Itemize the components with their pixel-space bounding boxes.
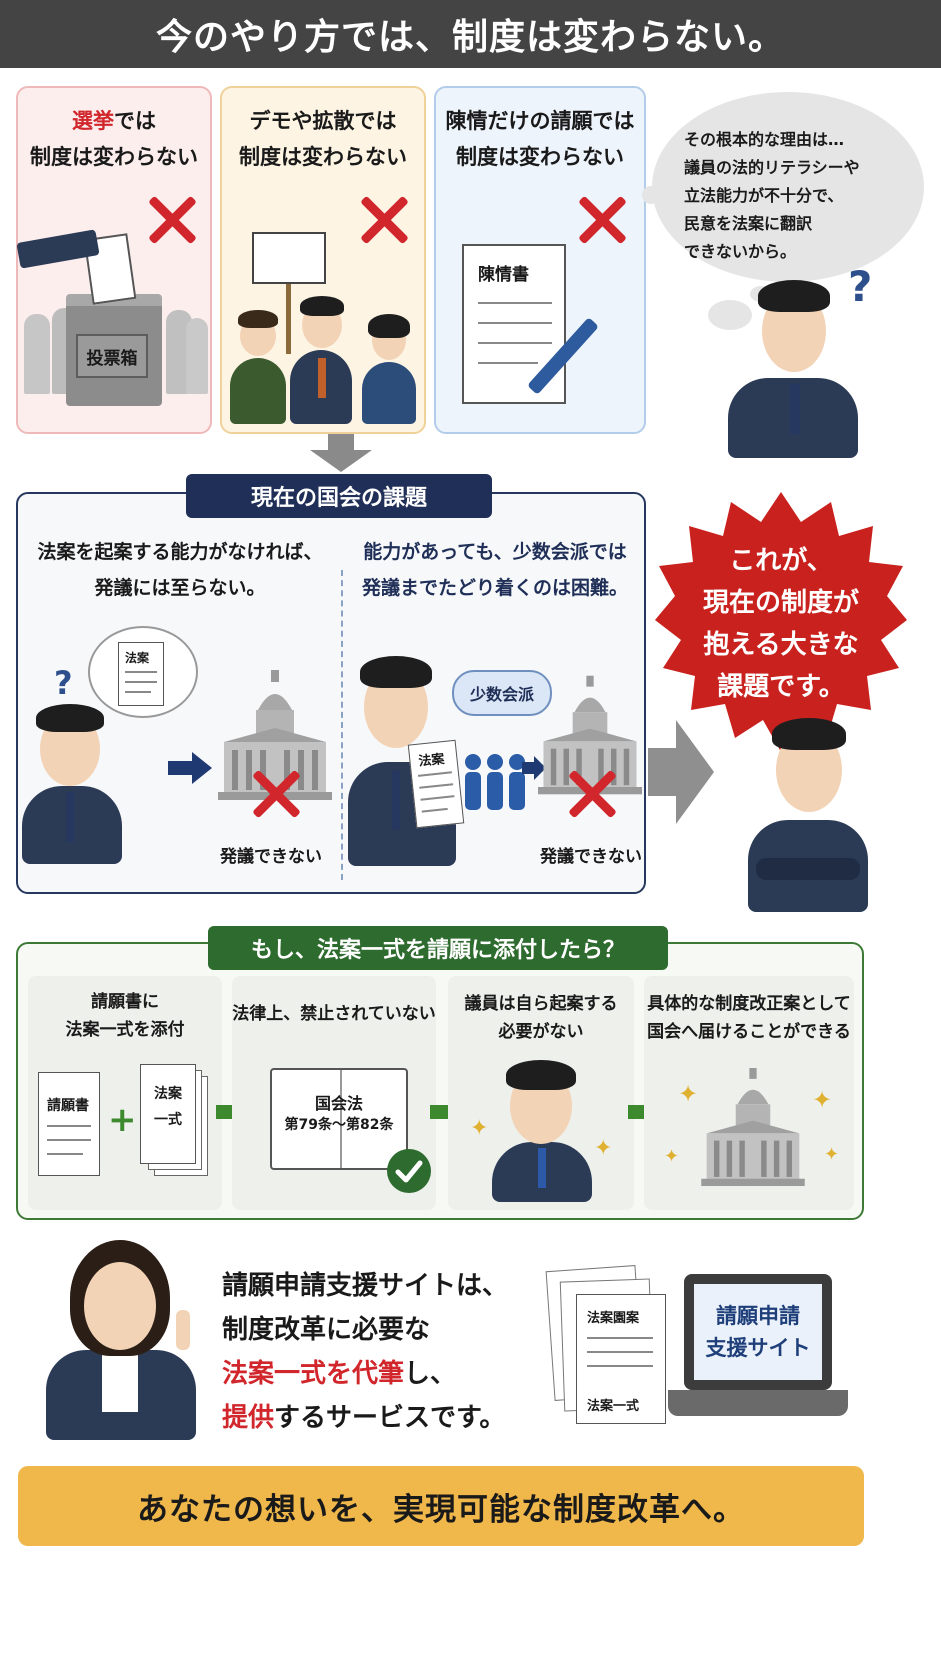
diet-law-book: 国会法 第79条〜第82条 xyxy=(270,1068,408,1170)
x-mark-icon xyxy=(566,768,618,820)
callout-line: 抱える大きな xyxy=(703,630,859,660)
issue-right-line2: 発議までたどり着くのは困難。 xyxy=(361,577,628,599)
step-text: 必要がない xyxy=(498,1022,584,1042)
right-arrow-icon xyxy=(522,756,546,780)
big-right-arrow-icon xyxy=(648,720,714,824)
callout-line: 課題です。 xyxy=(717,672,845,702)
step-text: 具体的な制度改正案として xyxy=(647,994,851,1014)
right-arrow-icon xyxy=(168,752,212,784)
callout-line: これが、 xyxy=(729,546,833,576)
placard xyxy=(252,232,326,284)
book-title: 国会法 xyxy=(314,1094,363,1113)
check-icon xyxy=(387,1149,431,1193)
parliament-building-icon xyxy=(701,1068,805,1186)
issue-right-text: 能力があっても、少数会派では 発議までたどり着くのは困難。 xyxy=(350,534,640,606)
x-mark-icon xyxy=(358,194,410,246)
demo-card-title-line1: デモや拡散では xyxy=(249,109,397,133)
issue-callout-starburst xyxy=(655,492,907,752)
bottom-banner: あなたの想いを、実現可能な制度改革へ。 xyxy=(18,1466,864,1546)
petition-card: 陳情だけの請願では 制度は変わらない 陳情書 xyxy=(434,86,646,434)
bill-document: 法案 xyxy=(407,739,465,829)
stack-top-label: 法案園案 xyxy=(587,1311,640,1326)
stack-bottom-label: 法案一式 xyxy=(587,1399,640,1414)
callout-line: 現在の制度が xyxy=(702,588,859,618)
demo-card: デモや拡散では 制度は変わらない xyxy=(220,86,426,434)
petition-card-title-line1: 陳情だけの請願では xyxy=(445,109,635,133)
petition-card-title-line2: 制度は変わらない xyxy=(456,145,624,169)
x-mark-icon xyxy=(576,194,628,246)
thought-line: 民意を法案に翻訳 xyxy=(684,214,813,233)
laptop-screen-text: 請願申請 xyxy=(716,1304,800,1328)
thought-text: その根本的な理由は… 議員の法的リテラシーや 立法能力が不十分で、 民意を法案に… xyxy=(684,126,904,266)
step-text: 国会へ届けることができる xyxy=(647,1022,851,1042)
sparkle-icon: ✦ xyxy=(664,1146,680,1167)
election-card: 選挙では 制度は変わらない 投票箱 xyxy=(16,86,212,434)
service-description-line: 提供するサービスです。 xyxy=(222,1403,506,1433)
ballot-box: 投票箱 xyxy=(66,294,162,406)
bill-set-label: 一式 xyxy=(154,1112,182,1128)
current-issues-label: 現在の国会の課題 xyxy=(186,474,492,518)
service-description-line: 法案一式を代筆し、 xyxy=(222,1359,457,1389)
issue-left-text: 法案を起案する能力がなければ、 発議には至らない。 xyxy=(28,534,332,606)
petition-document: 請願書 xyxy=(38,1072,100,1176)
service-description-line: 請願申請支援サイトは、 xyxy=(222,1271,509,1301)
issue-right-line1: 能力があっても、少数会派では xyxy=(363,541,627,563)
issue-left-line1: 法案を起案する能力がなければ、 xyxy=(37,541,323,563)
people-group-icon xyxy=(465,754,525,810)
sparkle-icon: ✦ xyxy=(678,1080,699,1108)
petition-document-label: 陳情書 xyxy=(478,265,529,285)
issue-left-line2: 発議には至らない。 xyxy=(94,577,266,599)
petition-doc-label: 請願書 xyxy=(47,1098,89,1114)
cannot-propose-label: 発議できない xyxy=(220,847,322,867)
sparkle-icon: ✦ xyxy=(812,1086,833,1114)
demo-card-title-line2: 制度は変わらない xyxy=(239,145,407,169)
service-description-line: 制度改革に必要な xyxy=(222,1315,431,1345)
step-text: 法案一式を添付 xyxy=(65,1020,185,1040)
bill-set-label: 法案 xyxy=(154,1086,182,1102)
step-no-drafting-needed: 議員は自ら起案する 必要がない ✦ ✦ xyxy=(448,976,634,1210)
x-mark-icon xyxy=(146,194,198,246)
question-mark-icon: ? xyxy=(848,262,873,311)
step-text: 法律上、禁止されていない xyxy=(232,1004,436,1024)
step-text: 請願書に xyxy=(91,992,159,1012)
thought-line: できないから。 xyxy=(684,242,797,261)
divider xyxy=(341,570,343,880)
book-articles: 第79条〜第82条 xyxy=(284,1117,394,1133)
bill-label: 法案 xyxy=(417,752,446,770)
thought-line: 立法能力が不十分で、 xyxy=(684,186,844,205)
laptop-screen-text: 支援サイト xyxy=(705,1336,811,1360)
minority-faction-bubble: 少数会派 xyxy=(452,670,552,716)
sparkle-icon: ✦ xyxy=(824,1144,840,1165)
step-text: 議員は自ら起案する xyxy=(464,994,618,1014)
issue-callout-text: これが、 現在の制度が 抱える大きな 課題です。 xyxy=(655,540,907,708)
x-mark-icon xyxy=(250,768,302,820)
page-title: 今のやり方では、制度は変わらない。 xyxy=(0,0,941,68)
proposal-label: もし、法案一式を請願に添付したら？ xyxy=(208,926,668,970)
minority-faction-label: 少数会派 xyxy=(469,685,534,704)
bill-label: 法案 xyxy=(125,651,150,665)
step-attach-bill: 請願書に 法案一式を添付 請願書 + 法案 一式 xyxy=(28,976,222,1210)
ballot-box-label: 投票箱 xyxy=(76,334,148,378)
sparkle-icon: ✦ xyxy=(470,1116,489,1141)
step-deliver-to-diet: 具体的な制度改正案として 国会へ届けることができる ✦ ✦ ✦ ✦ xyxy=(644,976,854,1210)
thought-line: 議員の法的リテラシーや xyxy=(684,158,860,177)
election-card-title-line1: 選挙では xyxy=(72,109,156,133)
question-mark-icon: ? xyxy=(54,664,73,702)
election-card-title-line2: 制度は変わらない xyxy=(30,145,198,169)
cannot-propose-label: 発議できない xyxy=(540,847,642,867)
bill-set-document: 法案 一式 xyxy=(140,1064,196,1164)
raised-finger xyxy=(176,1310,190,1350)
laptop-screen: 請願申請 支援サイト xyxy=(694,1284,822,1380)
down-arrow-icon xyxy=(310,434,372,472)
thought-line: その根本的な理由は… xyxy=(684,130,845,149)
sparkle-icon: ✦ xyxy=(594,1136,613,1161)
plus-icon: + xyxy=(108,1100,137,1140)
step-not-prohibited: 法律上、禁止されていない 国会法 第79条〜第82条 xyxy=(232,976,436,1210)
